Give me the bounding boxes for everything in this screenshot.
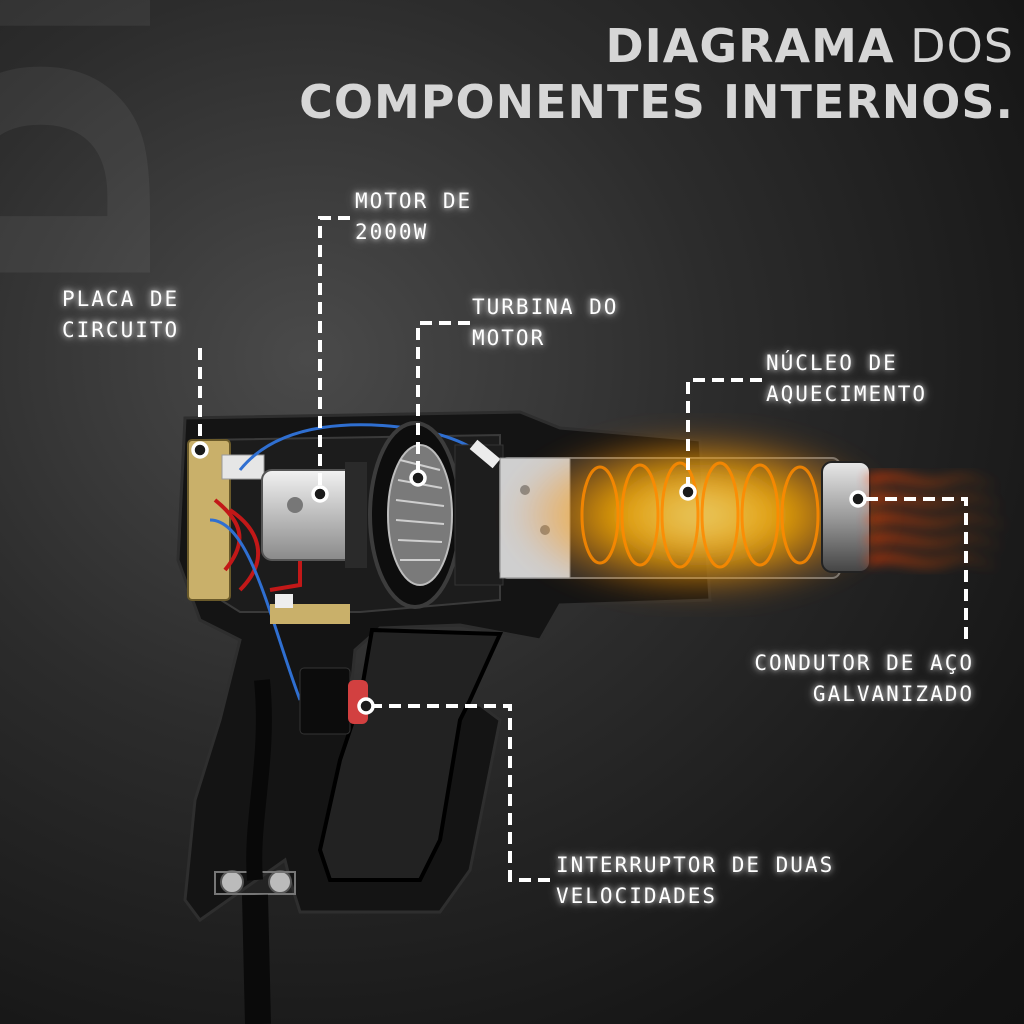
- label-interruptor-line1: INTERRUPTOR DE DUAS: [556, 853, 835, 877]
- leader-lines: [198, 216, 968, 882]
- title-line-2-text: COMPONENTES INTERNOS.: [299, 75, 1014, 129]
- leader-nucleo: [686, 378, 762, 488]
- label-condutor: CONDUTOR DE AÇO GALVANIZADO: [734, 648, 974, 710]
- steel-nozzle: [821, 461, 871, 573]
- label-motor-line2: 2000W: [355, 220, 429, 244]
- switch-body: [299, 667, 351, 735]
- label-turbina-line2: MOTOR: [472, 326, 546, 350]
- title-light-word: DOS: [910, 19, 1014, 73]
- diagram-title: DIAGRAMA DOS COMPONENTES INTERNOS.: [0, 18, 1024, 130]
- label-motor: MOTOR DE 2000W: [355, 186, 472, 248]
- screw-right: [268, 870, 292, 894]
- watermark-logo: Dinge: [0, 0, 221, 300]
- hot-air-flames: [866, 473, 1014, 569]
- motor-shroud: [454, 444, 504, 586]
- board-strip: [270, 604, 350, 624]
- label-condutor-line2: GALVANIZADO: [812, 682, 974, 706]
- wires-red: [213, 498, 302, 592]
- motor-can: [261, 469, 358, 561]
- heating-coils: [580, 461, 820, 569]
- leader-turbina: [416, 321, 470, 476]
- label-turbina: TURBINA DO MOTOR: [472, 292, 618, 354]
- circuit-board: [187, 439, 231, 601]
- wire-sleeve: [469, 439, 501, 469]
- label-placa-de-circuito: PLACA DE CIRCUITO: [62, 284, 179, 346]
- label-condutor-line1: CONDUTOR DE AÇO: [754, 651, 974, 675]
- title-line-2: COMPONENTES INTERNOS.: [0, 74, 1014, 130]
- leader-motor: [318, 216, 350, 492]
- label-nucleo-line2: AQUECIMENTO: [766, 382, 928, 406]
- screw-left: [220, 870, 244, 894]
- leader-interruptor: [370, 704, 552, 882]
- title-bold-word: DIAGRAMA: [605, 19, 895, 73]
- heat-glow: [510, 430, 890, 600]
- leader-condutor: [866, 497, 968, 645]
- label-turbina-line1: TURBINA DO: [472, 295, 619, 319]
- label-interruptor: INTERRUPTOR DE DUAS VELOCIDADES: [556, 850, 834, 912]
- label-placa-line2: CIRCUITO: [62, 318, 180, 342]
- label-nucleo-line1: NÚCLEO DE: [766, 351, 898, 375]
- anchor-dots: [191, 441, 867, 715]
- title-line-1: DIAGRAMA DOS: [0, 18, 1014, 74]
- label-interruptor-line2: VELOCIDADES: [556, 884, 718, 908]
- label-nucleo: NÚCLEO DE AQUECIMENTO: [766, 348, 927, 410]
- power-cable: [242, 894, 271, 1024]
- motor-band: [345, 462, 367, 568]
- label-placa-line1: PLACA DE: [62, 287, 180, 311]
- label-motor-line1: MOTOR DE: [355, 189, 473, 213]
